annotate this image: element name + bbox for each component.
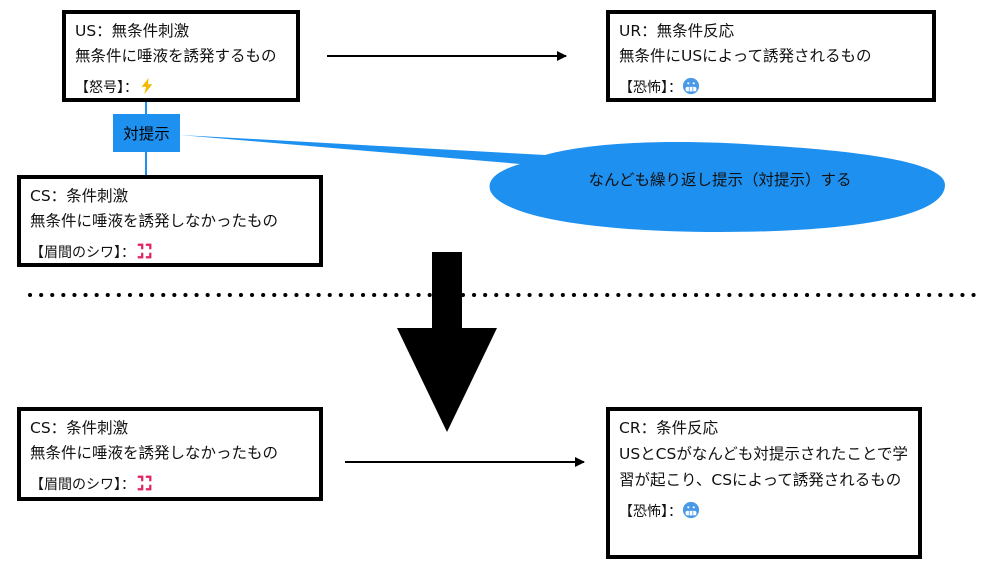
cr-title: CR：条件反応: [619, 419, 719, 437]
anger-symbol-icon: [137, 475, 152, 491]
us-box: US：無条件刺激 無条件に唾液を誘発するもの 【怒号】：: [62, 10, 300, 102]
speech-bubble: [180, 135, 945, 232]
cs-top-tag: 【眉間のシワ】：: [30, 241, 319, 266]
cs-top-title: CS：条件刺激: [30, 187, 129, 205]
us-title: US：無条件刺激: [75, 22, 190, 40]
anger-symbol-icon: [137, 243, 152, 259]
cs-top-description: 無条件に唾液を誘発しなかったもの: [30, 212, 279, 230]
transition-down-arrow: [397, 252, 497, 432]
cr-description: USとCSがなんども対提示されたことで学習が起こり、CSによって誘発されるもの: [619, 445, 908, 489]
cr-box: CR：条件反応 USとCSがなんども対提示されたことで学習が起こり、CSによって…: [606, 407, 922, 559]
ur-tag: 【恐怖】：: [619, 76, 932, 101]
ur-title: UR：無条件反応: [619, 22, 735, 40]
pairing-label: 対提示: [113, 114, 180, 152]
cs-top-tag-label: 【眉間のシワ】：: [30, 245, 135, 261]
cs-bottom-tag: 【眉間のシワ】：: [30, 473, 319, 498]
us-tag: 【怒号】：: [75, 76, 296, 101]
ur-box: UR：無条件反応 無条件にUSによって誘発されるもの 【恐怖】：: [606, 10, 936, 102]
fearful-face-icon: [682, 77, 700, 95]
cr-tag-label: 【恐怖】：: [619, 504, 682, 520]
lightning-icon: [141, 77, 153, 95]
fearful-face-icon: [682, 501, 700, 519]
ur-tag-label: 【恐怖】：: [619, 80, 682, 96]
ur-description: 無条件にUSによって誘発されるもの: [619, 47, 872, 65]
us-tag-label: 【怒号】：: [75, 80, 138, 96]
cs-bottom-tag-label: 【眉間のシワ】：: [30, 477, 135, 493]
bubble-text: なんども繰り返し提示（対提示）する: [588, 171, 852, 189]
cr-tag: 【恐怖】：: [619, 500, 918, 525]
cs-box-bottom: CS：条件刺激 無条件に唾液を誘発しなかったもの 【眉間のシワ】：: [17, 407, 323, 501]
us-description: 無条件に唾液を誘発するもの: [75, 47, 277, 65]
cs-bottom-description: 無条件に唾液を誘発しなかったもの: [30, 444, 279, 462]
cs-bottom-title: CS：条件刺激: [30, 419, 129, 437]
cs-box-top: CS：条件刺激 無条件に唾液を誘発しなかったもの 【眉間のシワ】：: [17, 175, 323, 267]
